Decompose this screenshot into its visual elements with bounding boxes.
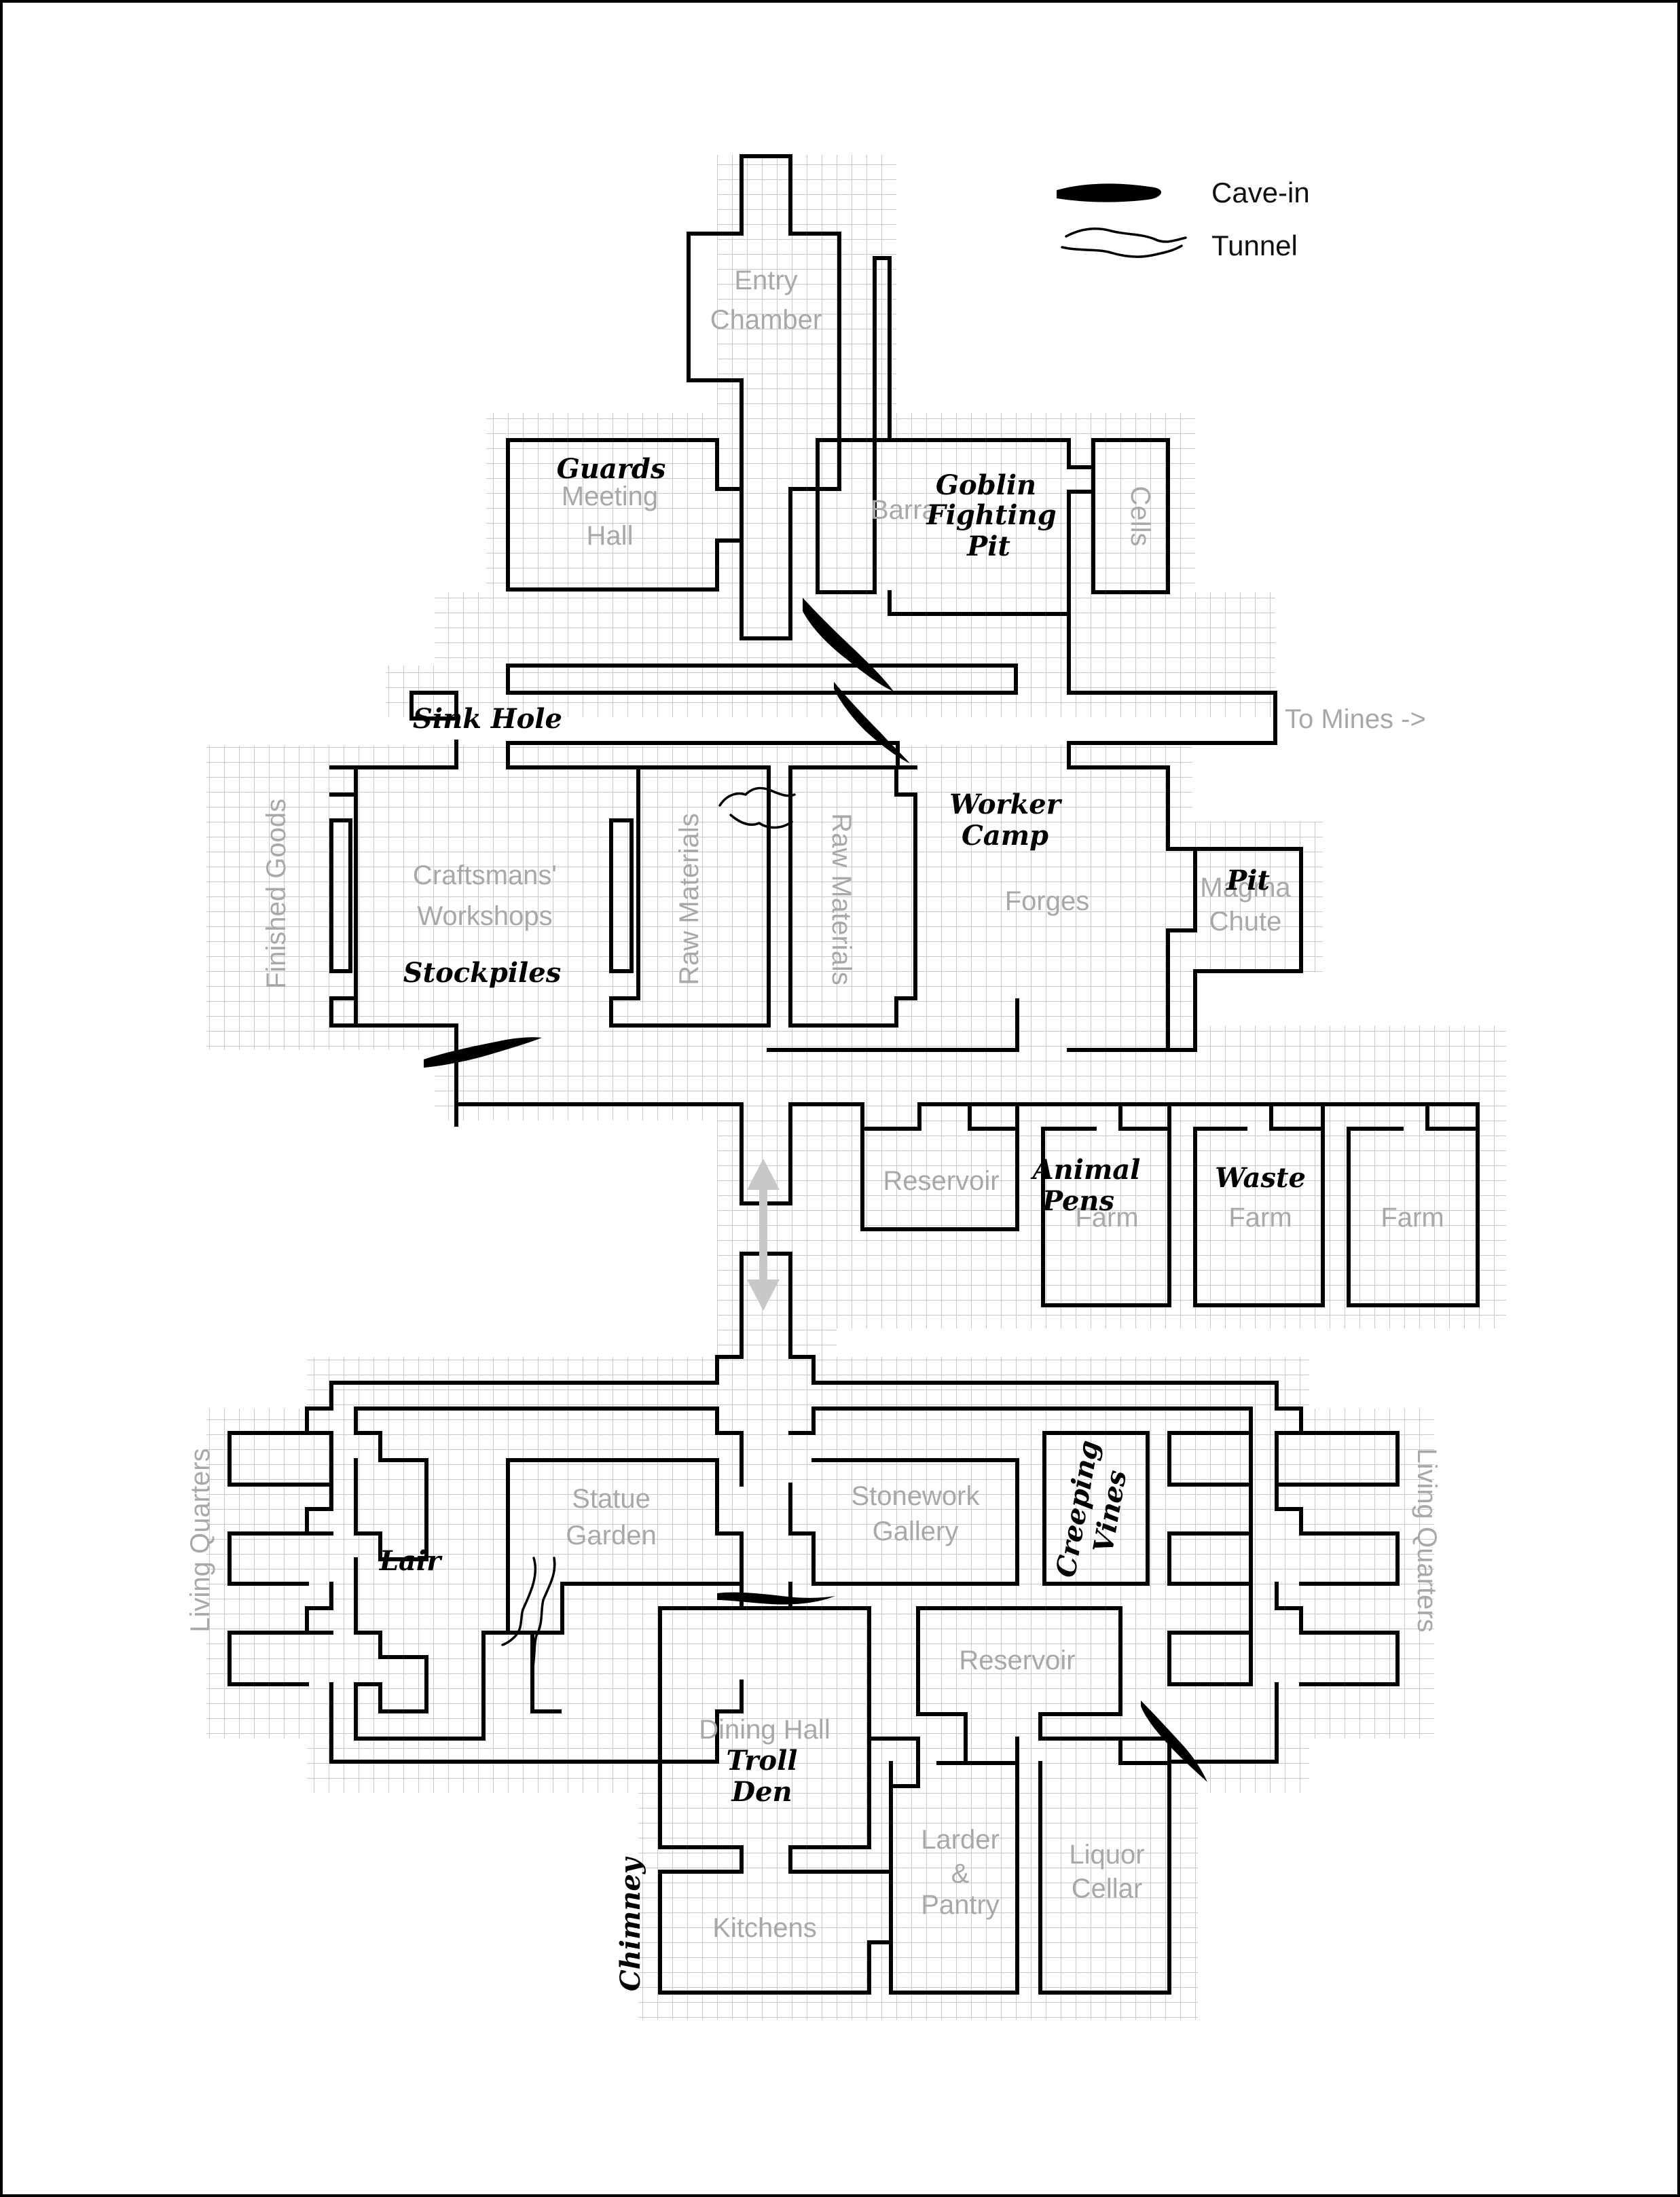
farm-2-label: Farm — [1228, 1203, 1292, 1233]
entry-chamber-label-1: Entry — [734, 266, 797, 295]
tunnel-icon — [729, 814, 793, 829]
meeting-hall-label-1: Meeting — [562, 482, 658, 511]
larder-label-1: Larder — [921, 1825, 1000, 1855]
legend-tunnel-icon — [1065, 227, 1187, 243]
magma-chute-label-2: Chute — [1209, 907, 1282, 937]
stair-arrow-icon — [747, 1159, 780, 1311]
troll-label: Troll — [727, 1745, 798, 1777]
goblin-label: Goblin — [936, 469, 1036, 501]
cave-ins — [424, 598, 1207, 1782]
reservoir-upper-label: Reservoir — [883, 1166, 999, 1196]
tunnels — [501, 786, 796, 1672]
statue-garden-label-1: Statue — [572, 1484, 651, 1514]
workshops-label-1: Craftsmans' — [413, 860, 557, 890]
farm-3-label: Farm — [1381, 1203, 1444, 1233]
sink-hole-label: Sink Hole — [413, 703, 562, 735]
barracks-label: Barra — [871, 495, 938, 525]
feature-labels: Guards Goblin Fighting Pit Sink Hole Wor… — [379, 453, 1306, 1991]
cells-label: Cells — [1125, 486, 1155, 547]
waste-label: Waste — [1215, 1162, 1306, 1194]
dining-hall-label: Dining Hall — [699, 1715, 830, 1745]
cave-in-icon — [717, 1592, 835, 1605]
raw-materials-right-label: Raw Materials — [826, 813, 856, 985]
living-quarters-left-label: Living Quarters — [185, 1448, 215, 1632]
legend-tunnel-label: Tunnel — [1211, 230, 1298, 261]
tunnel-icon — [718, 786, 796, 807]
lair-label: Lair — [379, 1545, 443, 1577]
larder-label-2: & — [951, 1859, 970, 1889]
pens-label: Pens — [1042, 1185, 1114, 1217]
entry-chamber-label-2: Chamber — [710, 305, 822, 335]
camp-label: Camp — [962, 820, 1048, 852]
pit-fighting-label: Pit — [966, 530, 1010, 562]
reservoir-lower-label: Reservoir — [959, 1646, 1075, 1675]
animal-label: Animal — [1030, 1154, 1141, 1186]
liquor-cellar-label-1: Liquor — [1069, 1840, 1144, 1870]
tunnel-icon — [531, 1557, 556, 1672]
magma-chute-label-1: Magma — [1200, 873, 1291, 903]
to-mines-label: To Mines -> — [1285, 704, 1426, 734]
stonework-gallery-label-1: Stonework — [852, 1481, 981, 1511]
living-quarters-right-label: Living Quarters — [1412, 1448, 1442, 1632]
farm-1-label: Farm — [1075, 1203, 1138, 1233]
raw-materials-left-label: Raw Materials — [674, 813, 704, 985]
legend-cave-in-label: Cave-in — [1211, 177, 1310, 208]
meeting-hall-label-2: Hall — [587, 521, 634, 551]
larder-label-3: Pantry — [921, 1890, 1000, 1920]
walls — [227, 154, 1480, 1995]
tunnel-icon — [501, 1557, 537, 1646]
stockpiles-label: Stockpiles — [403, 957, 561, 989]
cave-in-icon — [1141, 1701, 1207, 1782]
liquor-cellar-label-2: Cellar — [1072, 1874, 1142, 1904]
statue-garden-label-2: Garden — [566, 1521, 656, 1550]
cave-in-icon — [834, 682, 910, 763]
cave-in-icon — [803, 598, 894, 691]
workshops-label-2: Workshops — [417, 901, 552, 931]
guards-label: Guards — [557, 453, 666, 485]
finished-goods-label: Finished Goods — [261, 799, 291, 989]
forges-label: Forges — [1005, 886, 1090, 916]
legend-cave-in-icon — [1057, 183, 1162, 202]
cave-in-icon — [424, 1037, 542, 1068]
worker-label: Worker — [949, 788, 1063, 820]
grid-paper — [206, 155, 1506, 2020]
kitchens-label: Kitchens — [712, 1913, 816, 1943]
fighting-label: Fighting — [926, 499, 1056, 531]
pit-label: Pit — [1226, 865, 1270, 896]
legend: Cave-in Tunnel — [1057, 177, 1310, 261]
stonework-gallery-label-2: Gallery — [873, 1517, 959, 1546]
original-room-labels: Entry Chamber Meeting Hall Barra Cells T… — [185, 266, 1444, 1943]
legend-tunnel-icon — [1061, 244, 1183, 258]
chimney-label: Chimney — [615, 1856, 646, 1991]
den-label: Den — [731, 1776, 792, 1808]
